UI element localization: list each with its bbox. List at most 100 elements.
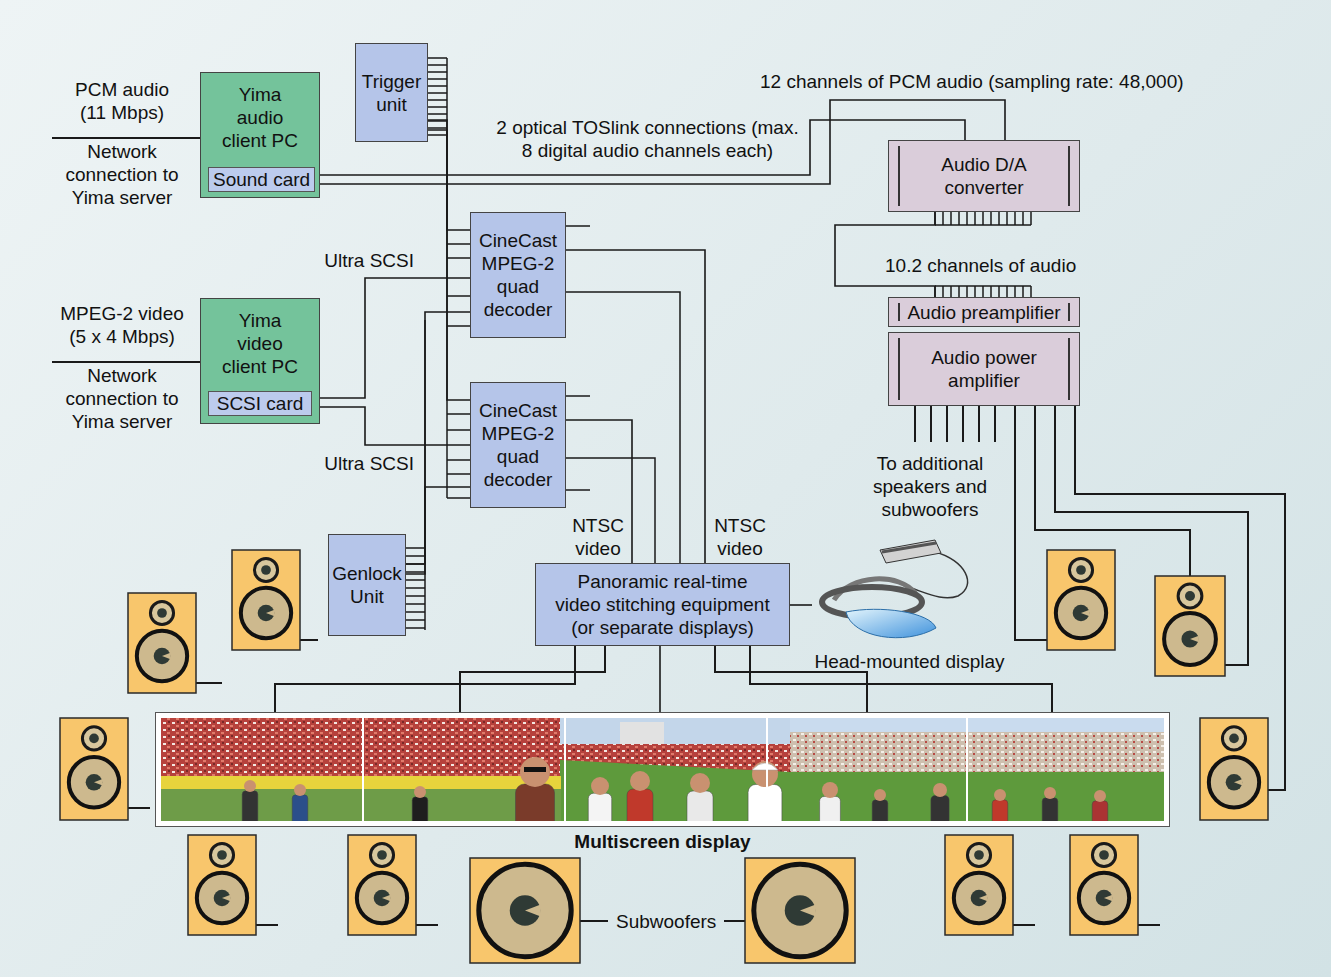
wire [930,406,932,442]
woofer-wedge [94,779,103,786]
box-label: Audio D/A converter [919,153,1049,199]
wire [942,212,944,225]
woofer-center [154,648,171,665]
person-body [516,784,555,821]
woofer [1079,873,1129,923]
decoder-box: CineCast MPEG-2 quad decoder [470,212,566,338]
wire [994,406,996,442]
person-head [244,780,256,792]
wire [1015,440,1047,640]
signal-wire [428,130,470,400]
tweeter [1178,584,1202,608]
wire [724,920,745,922]
wire [1006,212,1008,225]
ground [161,789,561,821]
wire [982,286,984,297]
speaker-cabinet [1070,835,1138,935]
speaker-cabinet [470,858,580,963]
signal-wire [566,250,705,563]
wire [428,106,447,108]
wire [428,134,447,136]
wire [1014,212,1016,225]
woofer-wedge [979,895,988,902]
tweeter [1092,843,1115,866]
control-box-top [882,543,936,552]
wire [428,113,447,115]
woofer [137,631,187,681]
visor [846,609,936,637]
tweeter-center [377,850,387,860]
speaker-cabinet [745,858,855,963]
speaker-cabinet [60,718,128,820]
speaker-cabinet [1200,718,1268,820]
wire [974,212,976,225]
wire [942,286,944,297]
woofer [197,873,247,923]
wire [406,555,425,557]
head-mounted-display-drawing [822,540,968,638]
tweeter [967,843,990,866]
tweeter-center [1185,591,1195,601]
wire [914,406,916,442]
person-body [992,800,1008,821]
wire [447,413,470,415]
wire [406,595,425,597]
annotation-label: Network connection to Yima server [52,140,192,209]
annotation-label: MPEG-2 video (5 x 4 Mbps) [54,302,190,348]
person-head [414,786,426,798]
woofer [1056,588,1106,638]
woofer-wedge [382,895,391,902]
woofer-center [1181,630,1198,647]
wire [406,571,425,573]
person-body [627,789,653,821]
wire [580,920,608,922]
wire [447,473,470,475]
speaker-cabinet [1155,576,1225,676]
wire [566,225,590,227]
person-head [1094,790,1106,802]
wire [958,212,960,225]
cap [752,763,778,770]
woofer-wedge [525,904,541,916]
wire [990,212,992,225]
panorama-photo [155,712,1170,861]
speaker [232,550,300,650]
woofer-center [510,895,540,925]
woofer [754,864,846,956]
amplifier-box: Audio power amplifier [888,332,1080,406]
wire [966,212,968,225]
wire [428,85,447,87]
wire [1034,406,1036,440]
tweeter-center [1099,850,1109,860]
woofer-wedge [162,653,171,660]
box-label: Sound card [213,168,310,191]
decoder-box: CineCast MPEG-2 quad decoder [470,382,566,508]
tweeter-center [1229,734,1239,744]
wire [1054,406,1056,440]
annotation-label: Subwoofers [616,910,716,933]
wire [1014,406,1016,440]
annotation-label: Network connection to Yima server [52,364,192,433]
woofer [479,864,571,956]
amplifier-box: Audio preamplifier [888,297,1080,327]
speaker-cabinet [348,835,416,935]
speaker [1200,718,1268,820]
woofer [69,757,119,807]
speaker [128,593,196,693]
wire [406,611,425,613]
annotation-label: NTSC video [710,514,770,560]
wire [966,286,968,297]
wire [128,807,150,809]
woofer-wedge [222,895,231,902]
wire [406,619,425,621]
screen-divider [362,712,364,827]
wire [447,295,470,297]
annotation-label: NTSC video [568,514,628,560]
signal-wire [566,420,632,563]
tweeter-center [89,734,99,744]
woofer-center [1073,605,1090,622]
woofer-center [1226,774,1243,791]
person-body [687,791,713,821]
annotation-label: Ultra SCSI [318,249,414,272]
box-label: CineCast MPEG-2 quad decoder [474,229,562,321]
